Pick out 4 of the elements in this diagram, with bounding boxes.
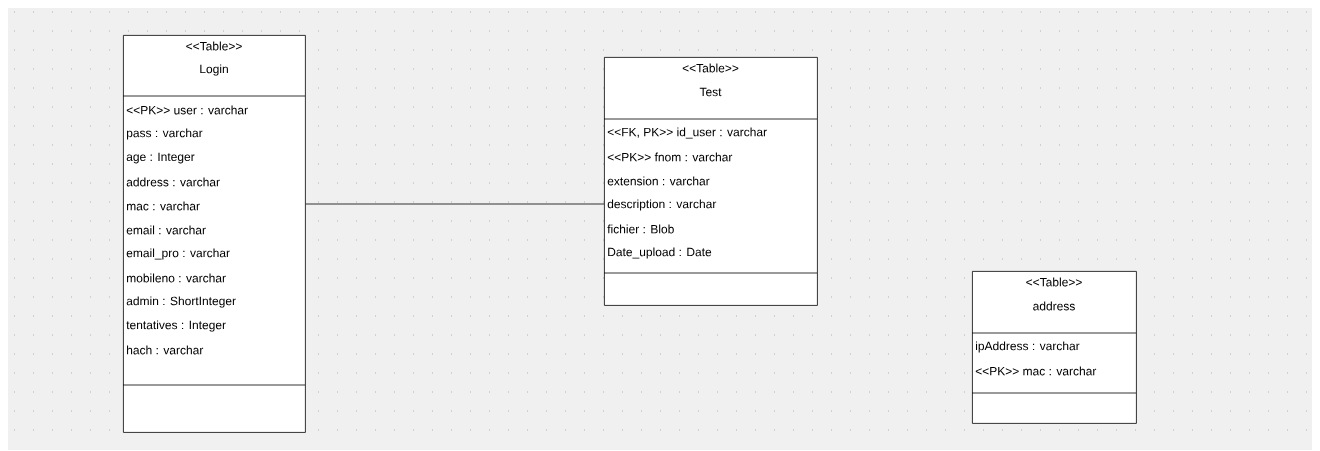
table-box: <<Table>> address ipAddress : varchar <<PK>> mac : varchar — [971, 271, 1137, 424]
table-box: <<Table>> Login <<PK>> user : varchar pass : varchar age : Integer address : varchar mac : varchar email : varchar email_pro : varchar mobileno : varchar admin : ShortInteger tentatives : Integer hach : varchar — [122, 35, 306, 433]
connector-line — [305, 203, 605, 205]
table-box: <<Table>> Test <<FK, PK>> id_user : varchar <<PK>> fnom : varchar extension : varchar description : varchar fichier : Blob Date_upload : Date — [603, 57, 818, 306]
